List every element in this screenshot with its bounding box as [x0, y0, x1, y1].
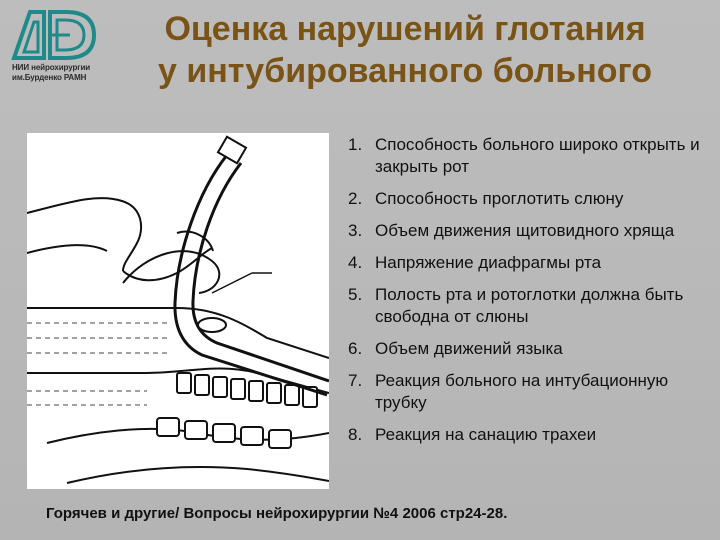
item-number: 2.: [348, 189, 363, 208]
intubation-figure: [27, 133, 329, 489]
item-text: Реакция на санацию трахеи: [375, 425, 597, 444]
item-text: Напряжение диафрагмы рта: [375, 253, 602, 272]
institute-logo: НИИ нейрохирургии им.Бурденко РАМН: [10, 8, 98, 92]
item-number: 5.: [348, 285, 363, 304]
item-text: Реакция больного на интубационную трубку: [375, 371, 669, 412]
item-text: Способность больного широко открыть и за…: [375, 135, 700, 176]
list-item: 3. Объем движения щитовидного хряща: [343, 220, 715, 242]
list-item: 5. Полость рта и ротоглотки должна быть с…: [343, 284, 715, 328]
assessment-list: 1. Способность больного широко открыть и …: [343, 134, 715, 456]
page-title: Оценка нарушений глотания у интубированн…: [100, 8, 710, 92]
title-line-1: Оценка нарушений глотания: [164, 10, 646, 48]
list-item: 7. Реакция больного на интубационную труб…: [343, 370, 715, 414]
item-number: 8.: [348, 425, 363, 444]
item-number: 4.: [348, 253, 363, 272]
list-item: 6. Объем движений языка: [343, 338, 715, 360]
item-number: 1.: [348, 135, 363, 154]
title-line-2: у интубированного больного: [158, 52, 652, 90]
intubation-anatomy-illustration: [27, 135, 329, 484]
item-number: 7.: [348, 371, 363, 390]
logo-text-line-1: НИИ нейрохирургии: [12, 63, 91, 72]
item-text: Способность проглотить слюну: [375, 189, 624, 208]
item-number: 3.: [348, 221, 363, 240]
citation: Горячев и другие/ Вопросы нейрохирургии …: [46, 505, 508, 522]
list-item: 8. Реакция на санацию трахеи: [343, 424, 715, 446]
list-item: 4. Напряжение диафрагмы рта: [343, 252, 715, 274]
item-text: Объем движений языка: [375, 339, 563, 358]
item-text: Объем движения щитовидного хряща: [375, 221, 675, 240]
logo-text-line-2: им.Бурденко РАМН: [12, 73, 87, 82]
item-text: Полость рта и ротоглотки должна быть сво…: [375, 285, 684, 326]
list-item: 2. Способность проглотить слюну: [343, 188, 715, 210]
item-number: 6.: [348, 339, 363, 358]
institute-logo-icon: [11, 10, 97, 60]
list-item: 1. Способность больного широко открыть и …: [343, 134, 715, 178]
